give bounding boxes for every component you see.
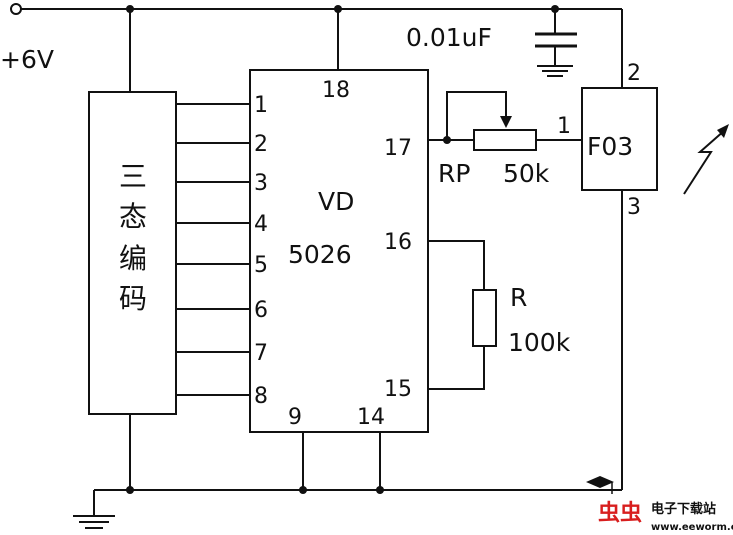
ic-pin-label-18: 18: [322, 78, 350, 103]
pot-ref-label: RP: [438, 159, 470, 188]
ic-pin-label-14: 14: [357, 405, 385, 430]
ic-pin-label-4: 4: [254, 212, 268, 237]
module-name-label: F03: [587, 132, 633, 161]
ic-name-label: VD: [318, 187, 354, 216]
rf-emission-icon: [683, 124, 729, 195]
junction-dot: [299, 486, 307, 494]
capacitor-value-label: 0.01uF: [406, 23, 492, 52]
encoder-block: [88, 91, 177, 415]
svg-text:虫: 虫: [598, 500, 620, 526]
watermark-url: www.eeworm.com: [651, 522, 733, 533]
capacitor: [535, 9, 577, 77]
ic-pin-label-1: 1: [254, 93, 268, 118]
module-pin-label-3: 3: [627, 195, 641, 220]
ic-pin-label-8: 8: [254, 384, 268, 409]
pin16-wire: [428, 240, 485, 290]
ic-part-label: 5026: [288, 240, 352, 269]
resistor-ref-label: R: [510, 283, 527, 312]
module-f03: [581, 87, 658, 191]
module-pin-label-2: 2: [627, 61, 641, 86]
pin15-wire: [428, 346, 485, 390]
ic-pin-label-6: 6: [254, 298, 268, 323]
encoder-label-char-2: 态: [119, 200, 147, 233]
pot-value-label: 50k: [503, 159, 550, 188]
ic-pin-label-17: 17: [384, 136, 412, 161]
potentiometer-rp: [446, 91, 537, 151]
watermark-brand: 电子下载站: [651, 501, 716, 517]
supply-terminal: [10, 3, 22, 15]
resistor-value-label: 100k: [508, 328, 571, 357]
supply-voltage-label: +6V: [0, 45, 54, 74]
ic-pin-label-15: 15: [384, 377, 412, 402]
ic-pin-label-16: 16: [384, 230, 412, 255]
ic-pin-label-7: 7: [254, 341, 268, 366]
resistor-r: [472, 289, 497, 347]
watermark-logo: 虫 虫: [586, 476, 642, 526]
junction-dot: [376, 486, 384, 494]
module-pin-label-1: 1: [557, 114, 571, 139]
ic-pin-label-2: 2: [254, 132, 268, 157]
ground-symbol: [73, 490, 115, 529]
ic-pin-label-3: 3: [254, 171, 268, 196]
encoder-label-char-3: 编: [119, 242, 147, 275]
encoder-label-char-4: 码: [119, 282, 147, 315]
svg-text:虫: 虫: [620, 500, 642, 526]
encoder-label-char-1: 三: [119, 160, 147, 193]
junction-dot: [126, 486, 134, 494]
ic-pin-label-5: 5: [254, 253, 268, 278]
ic-vd5026: [249, 69, 429, 433]
ic-pin-label-9: 9: [288, 405, 302, 430]
